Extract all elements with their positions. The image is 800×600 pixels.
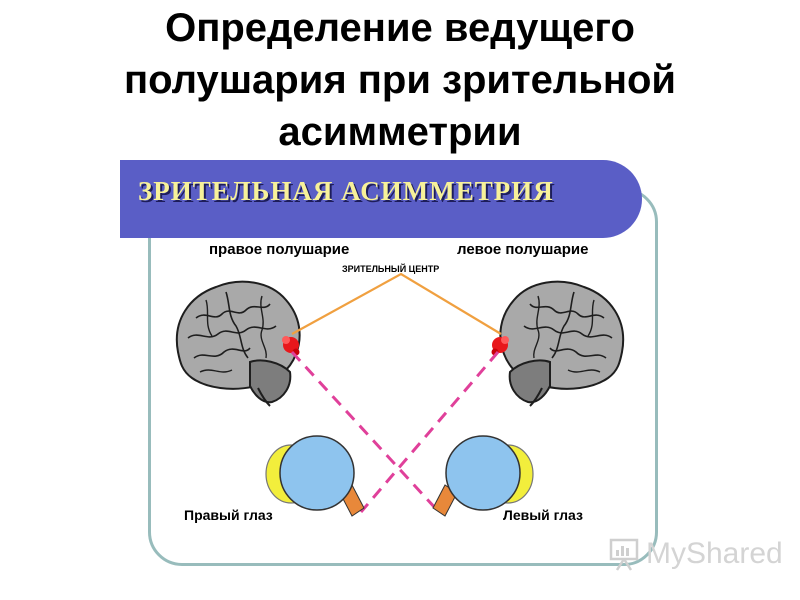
label-visual-center: ЗРИТЕЛЬНЫЙ ЦЕНТР bbox=[342, 264, 440, 274]
brain-left-hemisphere-icon bbox=[499, 280, 625, 407]
title-line-2: полушария при зрительной bbox=[123, 58, 676, 102]
label-right-hemisphere: правое полушарие bbox=[209, 241, 350, 258]
watermark: MyShared bbox=[608, 536, 783, 572]
title-line-3: асимметрии bbox=[278, 110, 522, 154]
banner-title: ЗРИТЕЛЬНАЯ АСИММЕТРИЯ bbox=[138, 176, 554, 206]
label-left-eye: Левый глаз bbox=[503, 507, 583, 523]
pathway-right-brain-to-left-eye bbox=[290, 350, 439, 512]
left-eye-icon bbox=[432, 435, 534, 517]
banner bbox=[120, 160, 642, 238]
visual-center-spot-right bbox=[282, 336, 300, 356]
title-line-1: Определение ведущего bbox=[165, 6, 635, 50]
presentation-board-icon bbox=[609, 538, 639, 571]
page-title: Определение ведущего полушария при зрите… bbox=[40, 2, 760, 158]
label-right-eye: Правый глаз bbox=[184, 507, 273, 523]
watermark-text: MyShared bbox=[646, 537, 783, 570]
label-left-hemisphere: левое полушарие bbox=[457, 241, 589, 258]
brain-right-hemisphere-icon bbox=[175, 280, 301, 407]
pathway-left-brain-to-right-eye bbox=[359, 351, 500, 513]
visual-center-connector bbox=[291, 272, 502, 335]
right-eye-icon bbox=[265, 435, 365, 517]
visual-center-spot-left bbox=[491, 336, 509, 356]
